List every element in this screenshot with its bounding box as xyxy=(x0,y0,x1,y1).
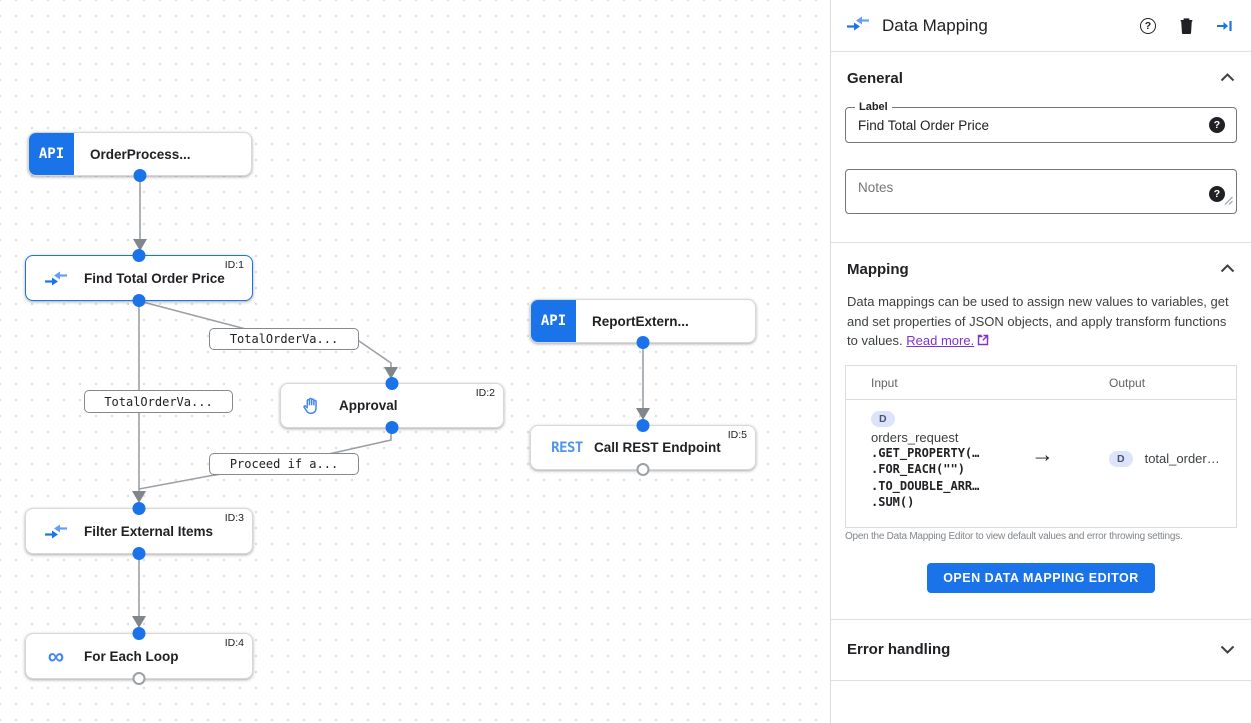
loop-icon: ∞ xyxy=(47,643,65,669)
section-general: General Label ? ? xyxy=(831,52,1251,242)
input-port[interactable] xyxy=(385,377,399,390)
api-trigger-icon: API xyxy=(531,300,576,342)
edge-label-total-order-1[interactable]: TotalOrderVa... xyxy=(209,328,359,350)
output-port[interactable] xyxy=(132,294,146,307)
input-port[interactable] xyxy=(132,627,146,640)
datatype-badge: D xyxy=(871,410,895,427)
node-label: OrderProcess... xyxy=(90,146,191,162)
workflow-canvas[interactable]: TotalOrderVa... TotalOrderVa... Proceed … xyxy=(0,0,830,723)
label-input[interactable] xyxy=(846,108,1176,142)
workflow-edges xyxy=(132,176,650,628)
section-divider xyxy=(831,242,1251,243)
output-column-header: Output xyxy=(1109,375,1146,390)
node-label: ReportExtern... xyxy=(592,313,689,329)
input-port[interactable] xyxy=(636,419,650,432)
node-id-badge: ID:3 xyxy=(224,512,244,524)
help-icon[interactable]: ? xyxy=(1139,17,1157,35)
delete-icon[interactable] xyxy=(1177,17,1195,35)
error-handling-heading: Error handling xyxy=(847,641,951,658)
collapse-panel-icon[interactable] xyxy=(1215,17,1233,35)
node-filter-external-items[interactable]: ID:3 Filter External Items xyxy=(25,502,253,560)
output-port[interactable] xyxy=(133,169,147,182)
error-handling-toggle[interactable]: Error handling xyxy=(845,620,1237,680)
panel-title: Data Mapping xyxy=(882,15,988,35)
input-function: .GET_PROPERTY(… xyxy=(871,445,980,460)
general-heading: General xyxy=(847,69,903,87)
edge-label-total-order-2[interactable]: TotalOrderVa... xyxy=(84,390,233,413)
config-panel: Data Mapping ? General xyxy=(830,0,1251,723)
input-function-list: .GET_PROPERTY(… .FOR_EACH("") .TO_DOUBLE… xyxy=(871,445,979,511)
node-approval[interactable]: ID:2 Approval xyxy=(280,377,504,434)
output-port[interactable] xyxy=(636,336,650,349)
terminal-port[interactable] xyxy=(636,463,650,476)
mapping-input-cell: D orders_request .GET_PROPERTY(… .FOR_EA… xyxy=(871,409,979,511)
input-column-header: Input xyxy=(871,375,898,390)
node-label: Filter External Items xyxy=(84,523,214,539)
mapping-output-cell: D total_order… xyxy=(1109,450,1220,467)
resize-grip-icon[interactable] xyxy=(1224,192,1233,210)
mapping-caption: Open the Data Mapping Editor to view def… xyxy=(845,530,1183,542)
node-report-extern[interactable]: API ReportExtern... xyxy=(530,299,756,349)
input-function: .TO_DOUBLE_ARR… xyxy=(871,478,980,493)
edge-label-proceed-if[interactable]: Proceed if a... xyxy=(209,453,359,475)
table-header-divider xyxy=(846,398,1236,400)
general-section-toggle[interactable]: General xyxy=(845,52,1237,99)
notes-help-icon[interactable]: ? xyxy=(1209,186,1225,202)
section-error-handling: Error handling xyxy=(831,620,1251,680)
hand-approval-icon xyxy=(298,395,324,417)
node-call-rest-endpoint[interactable]: ID:5 REST Call REST Endpoint xyxy=(530,419,756,476)
chevron-up-icon[interactable] xyxy=(1220,260,1235,278)
section-mapping: Mapping Data mappings can be used to ass… xyxy=(831,243,1251,593)
datatype-badge: D xyxy=(1109,450,1133,467)
node-id-badge: ID:2 xyxy=(475,387,495,399)
data-mapping-icon xyxy=(43,524,69,539)
chevron-down-icon[interactable] xyxy=(1220,641,1235,659)
output-port[interactable] xyxy=(385,421,399,434)
node-find-total-order-price[interactable]: ID:1 Find Total Order Price xyxy=(25,249,253,307)
output-variable: total_order… xyxy=(1144,451,1220,466)
node-order-process[interactable]: API OrderProcess... xyxy=(28,132,252,182)
node-id-badge: ID:1 xyxy=(224,259,244,271)
notes-field: ? xyxy=(845,169,1237,214)
input-variable: orders_request xyxy=(871,429,959,445)
mapping-section-toggle[interactable]: Mapping xyxy=(845,243,1237,290)
node-label: For Each Loop xyxy=(84,648,179,664)
input-port[interactable] xyxy=(132,249,146,262)
chevron-up-icon[interactable] xyxy=(1220,69,1235,87)
node-for-each-loop[interactable]: ID:4 ∞ For Each Loop xyxy=(25,627,253,685)
node-id-badge: ID:4 xyxy=(224,637,244,649)
output-port[interactable] xyxy=(132,547,146,560)
label-help-icon[interactable]: ? xyxy=(1209,117,1225,133)
node-label: Approval xyxy=(339,398,398,413)
label-field: Label ? xyxy=(845,101,1237,143)
section-divider xyxy=(831,679,1251,681)
input-port[interactable] xyxy=(132,502,146,515)
notes-textarea[interactable] xyxy=(846,170,1176,213)
node-id-badge: ID:5 xyxy=(727,429,747,441)
terminal-port[interactable] xyxy=(132,672,146,685)
mapping-heading: Mapping xyxy=(847,260,909,278)
node-label: Call REST Endpoint xyxy=(594,440,721,455)
api-trigger-icon: API xyxy=(29,133,74,175)
data-mapping-icon xyxy=(846,16,870,36)
input-function: .SUM() xyxy=(871,495,915,509)
data-mapping-icon xyxy=(43,271,69,286)
rest-icon: REST xyxy=(551,439,583,456)
mapping-description: Data mappings can be used to assign new … xyxy=(845,290,1237,352)
node-label: Find Total Order Price xyxy=(84,270,225,286)
label-field-label: Label xyxy=(855,101,892,113)
mapping-preview-table: Input Output D orders_request .GET_PROPE… xyxy=(845,364,1237,528)
mapping-arrow-icon: → xyxy=(1031,440,1054,467)
open-data-mapping-editor-button[interactable]: OPEN DATA MAPPING EDITOR xyxy=(927,562,1155,593)
panel-header: Data Mapping ? xyxy=(831,0,1251,52)
input-function: .FOR_EACH("") xyxy=(871,462,965,476)
section-divider xyxy=(831,618,1251,620)
read-more-link[interactable]: Read more. xyxy=(906,333,975,348)
external-link-icon xyxy=(977,332,989,352)
